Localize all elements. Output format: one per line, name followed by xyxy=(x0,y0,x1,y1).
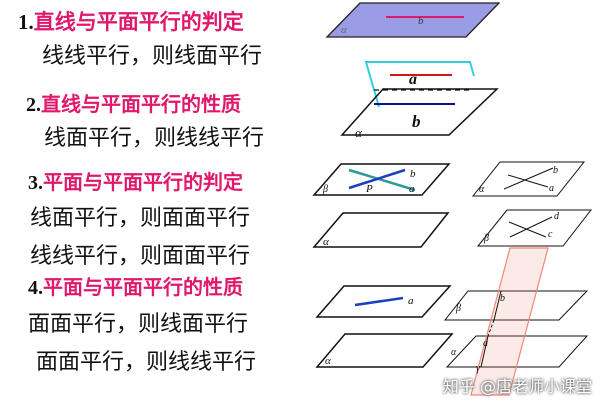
figure-3-label-beta: β xyxy=(322,184,328,195)
figure-2-plane-alpha xyxy=(340,88,499,136)
figure-3-side-label-beta: β xyxy=(483,233,489,244)
figure-4-side-label-gamma: γ xyxy=(476,363,481,374)
theorem-2-heading: 2.直线与平面平行的性质 xyxy=(26,88,241,117)
figure-4-side-label-b: b xyxy=(500,293,505,304)
figure-1-plane-alpha xyxy=(325,2,501,38)
figure-4-side-plane-beta xyxy=(443,290,589,321)
figure-2-plane-beta xyxy=(364,61,475,108)
theorem-3-statement-2: 线线平行，则面面平行 xyxy=(30,244,251,269)
figure-4-side-line-b xyxy=(493,290,502,321)
figure-4-line-a xyxy=(354,296,404,307)
theorem-4-heading: 4.平面与平面平行的性质 xyxy=(28,271,243,300)
figure-3-side-label-a: a xyxy=(549,183,554,194)
theorem-3-number: 3. xyxy=(28,172,43,194)
theorem-1-statement: 线线平行，则线面平行 xyxy=(42,44,263,69)
figure-3-side-label-c: c xyxy=(548,229,553,240)
figure-4-side-plane-alpha xyxy=(445,335,589,368)
figure-1: b α xyxy=(325,2,501,38)
figure-2: a b α xyxy=(340,61,499,140)
figure-4-side-label-beta: β xyxy=(455,303,461,314)
figure-2-label-b: b xyxy=(412,112,421,131)
theorem-1-title: 直线与平面平行的判定 xyxy=(33,9,244,34)
figure-4-side-label-a: a xyxy=(483,338,488,349)
figure-3-label-alpha: α xyxy=(323,236,329,248)
figure-3-side-line-b xyxy=(503,167,554,190)
figure-3-label-P: P xyxy=(365,183,373,195)
figure-3-side-plane-beta xyxy=(476,209,593,247)
figure-4-side: β b α a γ xyxy=(443,247,589,396)
figure-1-label-alpha: α xyxy=(341,24,347,36)
figure-3: β b a P α xyxy=(312,163,451,248)
figure-4-side-line-a xyxy=(480,335,489,368)
figure-3-side-plane-alpha xyxy=(471,161,586,197)
figure-3-plane-alpha xyxy=(312,212,450,248)
theorem-4-number: 4. xyxy=(28,277,43,299)
theorem-4-statement-1: 面面平行，则线面平行 xyxy=(28,312,249,337)
figure-3-side-label-b: b xyxy=(553,165,558,176)
figure-4-side-plane-gamma xyxy=(470,247,549,396)
theorem-4-title: 平面与平面平行的性质 xyxy=(43,275,243,299)
figure-3-label-b: b xyxy=(410,168,416,180)
figure-3-side-line-d xyxy=(509,216,553,238)
figure-3-line-a xyxy=(348,168,406,190)
figure-4-side-hidden-line xyxy=(487,319,495,337)
theorem-2-number: 2. xyxy=(26,94,41,116)
theorem-1-heading: 1.直线与平面平行的判定 xyxy=(18,6,244,36)
theorem-3-title: 平面与平面平行的判定 xyxy=(43,170,243,194)
figure-4: a α xyxy=(315,285,454,368)
theorem-3-heading: 3.平面与平面平行的判定 xyxy=(28,166,243,195)
figure-4-plane-alpha xyxy=(315,333,454,368)
theorem-3-statement-1: 线面平行，则面面平行 xyxy=(30,206,251,231)
watermark: 知乎 @唐老师小课堂 xyxy=(442,377,592,396)
theorem-2-statement: 线面平行，则线线平行 xyxy=(44,126,265,151)
figure-2-label-a: a xyxy=(409,71,417,88)
figure-3-side-line-c xyxy=(508,221,547,238)
figure-3-line-b xyxy=(348,168,416,192)
figure-3-side-label-alpha: α xyxy=(479,184,485,195)
figure-4-label-alpha: α xyxy=(325,355,331,367)
theorem-2-title: 直线与平面平行的性质 xyxy=(41,92,241,116)
theorem-1-number: 1. xyxy=(18,10,34,34)
figure-3-plane-beta xyxy=(312,163,451,196)
figure-4-side-label-alpha: α xyxy=(451,347,457,358)
figure-1-label-b: b xyxy=(418,15,424,27)
figure-3-side: α b a β d c xyxy=(471,161,593,247)
figure-3-side-label-d: d xyxy=(554,211,560,222)
figure-3-label-a: a xyxy=(409,183,415,195)
figure-2-label-alpha: α xyxy=(355,125,363,140)
figure-3-side-line-a xyxy=(507,174,549,188)
theorem-4-statement-2: 面面平行，则线线平行 xyxy=(36,350,257,375)
figure-4-label-a: a xyxy=(408,295,414,307)
figure-4-plane-beta xyxy=(315,285,452,318)
